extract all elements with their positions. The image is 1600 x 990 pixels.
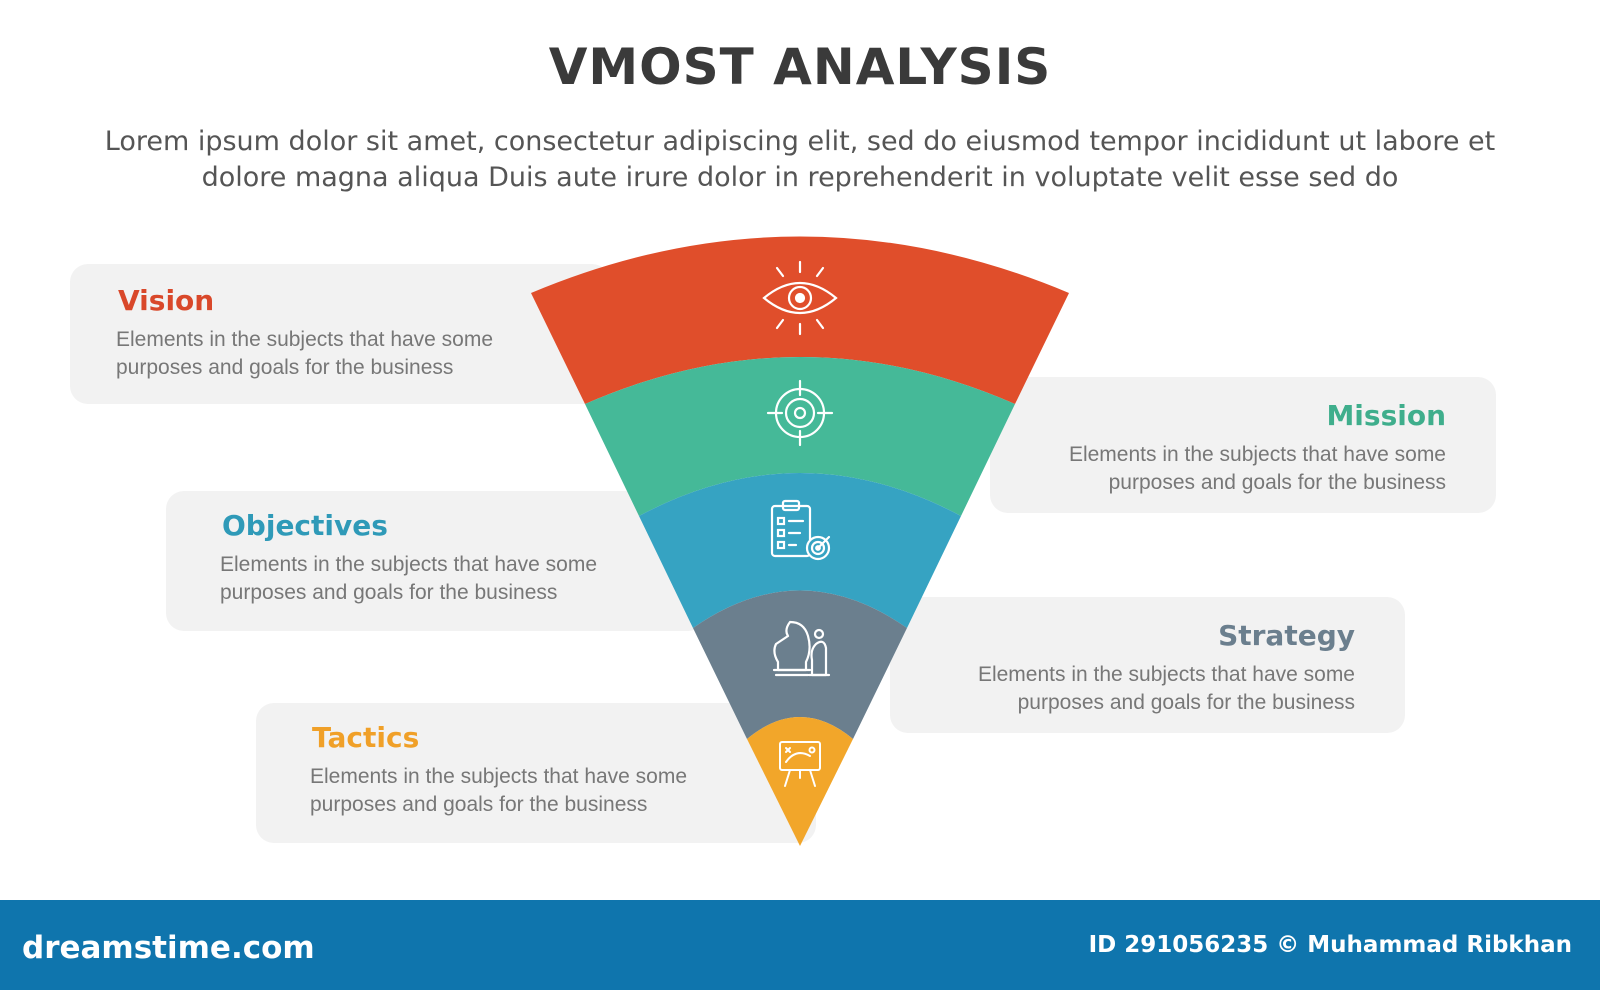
strategy-desc: Elements in the subjects that have some … — [977, 663, 1355, 714]
mission-card: Mission Elements in the subjects that ha… — [990, 377, 1496, 513]
eye-icon — [762, 260, 838, 336]
tactics-desc: Elements in the subjects that have some … — [310, 765, 688, 816]
tactics-title: Tactics — [312, 721, 420, 754]
objectives-segment — [639, 473, 961, 628]
tactics-card: Tactics Elements in the subjects that ha… — [256, 703, 816, 843]
footer-credit: ID 291056235 © Muhammad Ribkhan — [1088, 932, 1572, 958]
objectives-title: Objectives — [222, 509, 388, 542]
clipboard-target-icon — [770, 499, 831, 561]
strategy-card: Strategy Elements in the subjects that h… — [890, 597, 1405, 733]
strategy-title: Strategy — [1218, 619, 1355, 652]
tactics-segment — [747, 717, 853, 846]
objectives-desc: Elements in the subjects that have some … — [220, 553, 598, 604]
page-title: VMOST ANALYSIS — [548, 38, 1052, 96]
vision-card: Vision Elements in the subjects that hav… — [70, 264, 610, 404]
strategy-segment — [693, 590, 907, 739]
chess-knight-icon — [772, 620, 831, 677]
target-icon — [766, 379, 834, 447]
mission-desc: Elements in the subjects that have some … — [1068, 443, 1446, 494]
page-subtitle: Lorem ipsum dolor sit amet, consectetur … — [104, 126, 1496, 193]
vision-desc: Elements in the subjects that have some … — [116, 328, 494, 379]
vision-segment — [531, 236, 1069, 404]
vision-title: Vision — [118, 284, 215, 317]
vmost-funnel — [531, 236, 1069, 846]
footer-logo: dreamstime.com — [22, 930, 315, 966]
footer-bar: dreamstime.com ID 291056235 © Muhammad R… — [0, 900, 1600, 990]
tactics-board-icon — [779, 741, 821, 787]
mission-title: Mission — [1326, 399, 1446, 432]
objectives-card: Objectives Elements in the subjects that… — [166, 491, 706, 631]
